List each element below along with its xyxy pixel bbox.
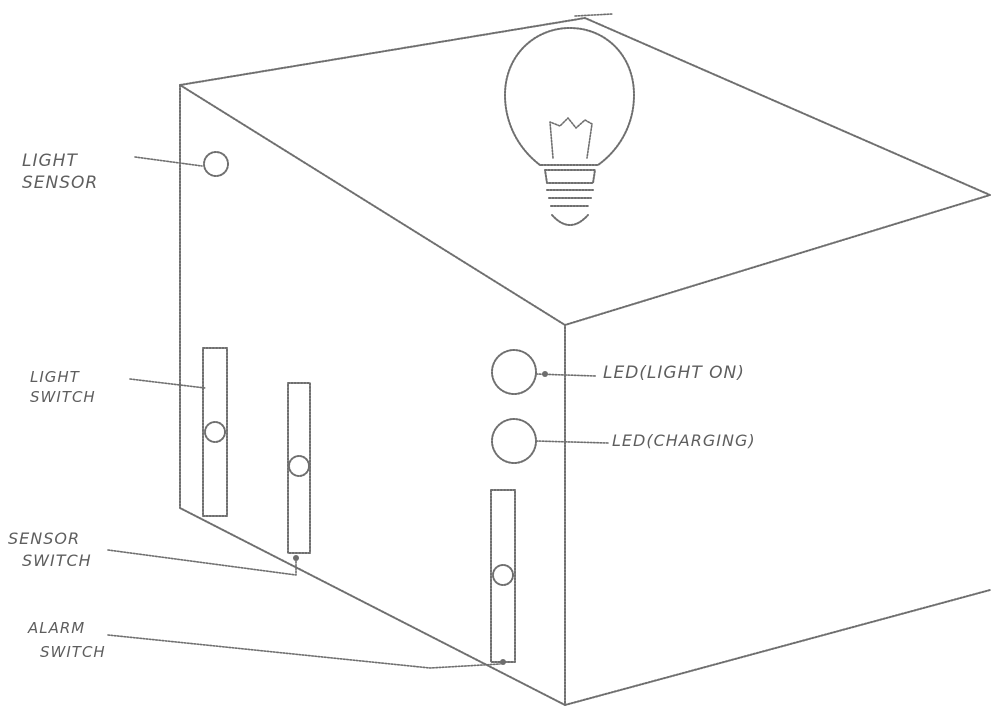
light-sensor [134, 151, 229, 177]
bulb-glass [504, 27, 635, 166]
alarm-switch-slot [490, 489, 516, 663]
sensor-switch [107, 382, 311, 576]
light-sensor-label-line-1: LIGHT [22, 151, 78, 171]
light-switch-label: LIGHT SWITCH [30, 367, 96, 407]
box-left-face [179, 84, 566, 706]
box-right-face [564, 589, 991, 706]
led-light-on-leader [535, 373, 597, 377]
led-charging-circle [491, 418, 537, 464]
bulb-top-mark [574, 13, 613, 17]
led-light-on [491, 349, 597, 395]
light-switch-knob [204, 421, 226, 443]
light-sensor-label-line-2: SENSOR [22, 173, 99, 193]
led-charging-leader [535, 440, 609, 444]
light-sensor-leader [134, 156, 203, 167]
alarm-switch-label-line-1: ALARM [28, 619, 86, 637]
light-sensor-circle [203, 151, 229, 177]
bulb-filament [549, 117, 593, 159]
sensor-switch-label-line-2: SWITCH [22, 551, 92, 570]
bulb-base [544, 169, 596, 207]
led-charging-label-text: LED(CHARGING) [612, 431, 756, 450]
bulb-tip [551, 214, 589, 226]
light-switch-label-line-2: SWITCH [30, 388, 96, 406]
light-switch-label-line-1: LIGHT [30, 368, 80, 386]
led-light-on-label-text: LED(LIGHT ON) [603, 363, 745, 383]
light-switch-slot [202, 347, 228, 517]
led-light-on-label: LED(LIGHT ON) [603, 362, 745, 384]
sensor-switch-knob [288, 455, 310, 477]
sensor-switch-mark [293, 555, 299, 561]
alarm-switch-mark [500, 659, 506, 665]
sensor-switch-label: SENSOR SWITCH [8, 528, 92, 572]
alarm-switch-label-line-2: SWITCH [40, 643, 106, 661]
led-light-on-circle [491, 349, 537, 395]
alarm-switch-knob [492, 564, 514, 586]
light-switch-leader [129, 378, 206, 389]
box-top-face [179, 17, 991, 326]
alarm-switch-label: ALARM SWITCH [28, 616, 106, 664]
box-outline [179, 17, 991, 706]
alarm-switch-leader [107, 634, 501, 669]
sensor-switch-label-line-1: SENSOR [8, 529, 81, 548]
led-charging [491, 418, 609, 464]
light-switch [129, 347, 228, 517]
sensor-switch-slot [287, 382, 311, 554]
alarm-switch [107, 489, 516, 669]
light-sensor-label: LIGHT SENSOR [22, 150, 98, 194]
sensor-switch-leader [107, 549, 297, 576]
led-charging-label: LED(CHARGING) [612, 430, 756, 452]
light-bulb-icon [504, 13, 635, 226]
